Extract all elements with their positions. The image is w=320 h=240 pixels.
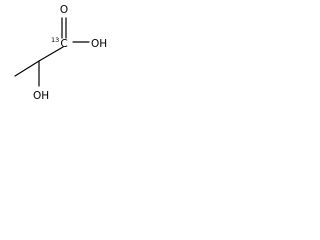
bond-alpha-carbon-to-labeled-carbon	[38, 46, 64, 62]
structure-canvas: O 13 C OH OH	[0, 0, 120, 120]
isotope-mass-label: 13	[51, 36, 59, 44]
bond-methyl-to-alpha-carbon	[14, 60, 40, 77]
acid-hydroxyl-label: OH	[91, 38, 107, 50]
labeled-carbon-label: C	[60, 38, 67, 50]
carbonyl-oxygen-label: O	[60, 4, 68, 16]
alcohol-hydroxyl-label: OH	[33, 90, 49, 102]
